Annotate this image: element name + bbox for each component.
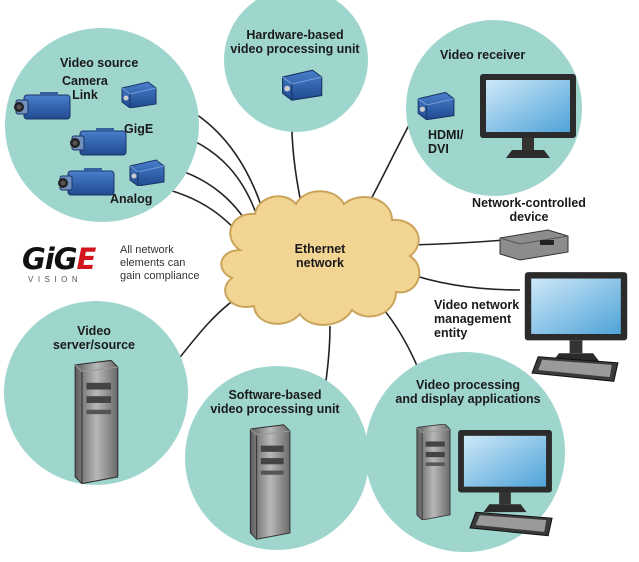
label-ethernet: Ethernet network: [294, 242, 346, 270]
label-camera-link: Camera Link: [62, 74, 108, 102]
label-video-source: Video source: [60, 56, 139, 70]
label-network-mgmt: Video network management entity: [434, 298, 520, 340]
label-processing-apps: Video processing and display application…: [395, 378, 541, 406]
mgmt-monitor-icon: [524, 272, 628, 362]
circle-hardware-unit: [224, 0, 368, 132]
label-hdmi-dvi: HDMI/ DVI: [428, 128, 464, 156]
server-tower-icon: [74, 360, 119, 484]
software-tower-icon: [249, 424, 291, 540]
label-gige: GigE: [124, 122, 154, 136]
label-software-unit: Software-based video processing unit: [210, 388, 340, 416]
gige-vision-logo: GiGE VISION: [22, 242, 96, 284]
ethernet-cloud: [220, 190, 421, 326]
label-network-device: Network-controlled device: [472, 196, 586, 224]
network-device-icon: [499, 229, 569, 261]
label-video-server: Video server/source: [52, 324, 135, 352]
logo-tagline: All network elements can gain compliance: [120, 244, 200, 282]
label-analog: Analog: [110, 192, 153, 206]
label-video-receiver: Video receiver: [440, 48, 526, 62]
label-hardware-unit: Hardware-based video processing unit: [230, 28, 360, 56]
apps-tower-icon: [416, 424, 451, 520]
